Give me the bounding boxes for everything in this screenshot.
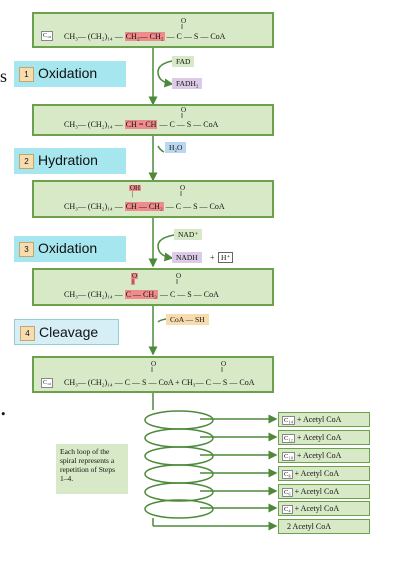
- carbonyl-oxygen: O: [181, 17, 187, 25]
- carbonyl-bond: ‖: [181, 112, 183, 120]
- step-label: Hydration: [38, 152, 98, 168]
- product-text: + Acetyl CoA: [294, 504, 340, 513]
- step-1-oxidation: 1 Oxidation: [14, 61, 126, 87]
- plus-sign: +: [210, 253, 215, 262]
- nad-reagent: NAD⁺: [174, 229, 203, 240]
- formula-start: CH₃— (CH₂)₁₄ —: [64, 32, 123, 41]
- product-c8: C₈ + Acetyl CoA: [278, 466, 370, 481]
- product-chain: C₈: [282, 470, 293, 479]
- spiral-note: Each loop of the spiral represents a rep…: [56, 444, 128, 494]
- step-number: 4: [20, 326, 35, 341]
- enoyl-coa-box: O ‖ CH₃— (CH₂)₁₄ — CH = CH — C — S — CoA: [32, 104, 274, 136]
- carbonyl-oxygen: O: [176, 272, 182, 280]
- keto-bond: ‖: [131, 278, 135, 286]
- formula-start: CH₃— (CH₂)₁₄ —: [64, 202, 123, 211]
- formula: CH₃— (CH₂)₁₄ — CH₂— CH₂ — C — S — CoA: [64, 32, 225, 42]
- formula-start: CH₃— (CH₂)₁₄ —: [64, 120, 123, 129]
- hydroxyl-group: OH: [129, 184, 142, 192]
- highlighted-group: CH — CH₂: [124, 202, 164, 211]
- step-number: 1: [19, 67, 34, 82]
- product-chain: C₁₄: [282, 416, 295, 425]
- carbonyl-bond: ‖: [180, 190, 182, 198]
- left-fragment-top: s: [0, 66, 8, 86]
- product-text: + Acetyl CoA: [296, 415, 342, 424]
- proton-product: H⁺: [218, 252, 234, 263]
- step-2-hydration: 2 Hydration: [14, 148, 126, 174]
- palmitoyl-acetyl-coa-box: C₁₆ O ‖ O ‖ CH₃— (CH₂)₁₄ — C — S — CoA +…: [32, 356, 274, 393]
- carbonyl-oxygen: O: [151, 360, 157, 368]
- formula-end: — C — S — CoA: [166, 32, 226, 41]
- product-text: 2 Acetyl CoA: [287, 522, 331, 531]
- carbonyl-bond: ‖: [181, 23, 183, 31]
- chain-length-label: C₁₈: [41, 31, 54, 41]
- step-number: 2: [19, 154, 34, 169]
- acetyl-carbonyl-bond: ‖: [221, 366, 223, 374]
- stearoyl-coa-box: C₁₈ O ‖ CH₃— (CH₂)₁₄ — CH₂— CH₂ — C — S …: [32, 12, 274, 48]
- hydroxyl-bond: |: [132, 190, 134, 198]
- left-fragment-bottom: .: [0, 392, 7, 421]
- carbonyl-oxygen: O: [180, 184, 186, 192]
- product-chain: C₁₀: [282, 452, 295, 461]
- step-label: Oxidation: [38, 65, 98, 81]
- carbonyl-oxygen: O: [181, 106, 187, 114]
- step-label: Cleavage: [39, 324, 99, 340]
- product-chain: C₄: [282, 505, 293, 514]
- formula-end: — C — S — CoA: [165, 202, 225, 211]
- formula-end: — C — S — CoA: [159, 290, 219, 299]
- formula-end: — C — S — CoA: [159, 120, 219, 129]
- carbonyl-bond: ‖: [151, 366, 153, 374]
- product-text: + Acetyl CoA: [294, 469, 340, 478]
- product-chain: C₆: [282, 488, 293, 497]
- formula: CH₃— (CH₂)₁₄ — C — S — CoA + CH₃— C — S …: [64, 378, 255, 387]
- formula-start: CH₃— (CH₂)₁₄ —: [64, 290, 123, 299]
- step-3-oxidation: 3 Oxidation: [14, 236, 126, 262]
- product-c6: C₆ + Acetyl CoA: [278, 484, 370, 499]
- highlighted-group: C — CH₂: [124, 290, 158, 299]
- keto-oxygen: O: [131, 272, 139, 280]
- step-4-cleavage: 4 Cleavage: [14, 319, 119, 345]
- highlighted-group: CH₂— CH₂: [124, 32, 165, 41]
- step-label: Oxidation: [38, 240, 98, 256]
- product-text: + Acetyl CoA: [296, 451, 342, 460]
- coa-sh-reagent: CoA — SH: [166, 314, 209, 325]
- formula: CH₃— (CH₂)₁₄ — CH — CH₂ — C — S — CoA: [64, 202, 225, 212]
- fad-reagent: FAD: [172, 56, 195, 67]
- product-c12: C₁₂ + Acetyl CoA: [278, 430, 370, 445]
- acetyl-carbonyl-oxygen: O: [221, 360, 227, 368]
- product-c4: C₄ + Acetyl CoA: [278, 501, 370, 516]
- hydroxyacyl-coa-box: OH | O ‖ CH₃— (CH₂)₁₄ — CH — CH₂ — C — S…: [32, 180, 274, 218]
- nadh-product: NADH: [172, 252, 202, 263]
- product-acetyl-coa: 2 Acetyl CoA: [278, 519, 370, 534]
- product-chain: C₁₂: [282, 434, 295, 443]
- carbonyl-bond: ‖: [176, 278, 178, 286]
- product-c14: C₁₄ + Acetyl CoA: [278, 412, 370, 427]
- highlighted-group: CH = CH: [124, 120, 158, 129]
- product-text: + Acetyl CoA: [296, 433, 342, 442]
- formula: CH₃— (CH₂)₁₄ — C — CH₂ — C — S — CoA: [64, 290, 219, 300]
- product-c10: C₁₀ + Acetyl CoA: [278, 448, 370, 463]
- step-number: 3: [19, 242, 34, 257]
- formula: CH₃— (CH₂)₁₄ — CH = CH — C — S — CoA: [64, 120, 218, 130]
- product-text: + Acetyl CoA: [294, 487, 340, 496]
- water-reagent: H₂O: [165, 142, 187, 153]
- chain-length-label: C₁₆: [41, 378, 54, 388]
- ketoacyl-coa-box: O ‖ O ‖ CH₃— (CH₂)₁₄ — C — CH₂ — C — S —…: [32, 268, 274, 306]
- fadh2-product: FADH₂: [172, 78, 203, 89]
